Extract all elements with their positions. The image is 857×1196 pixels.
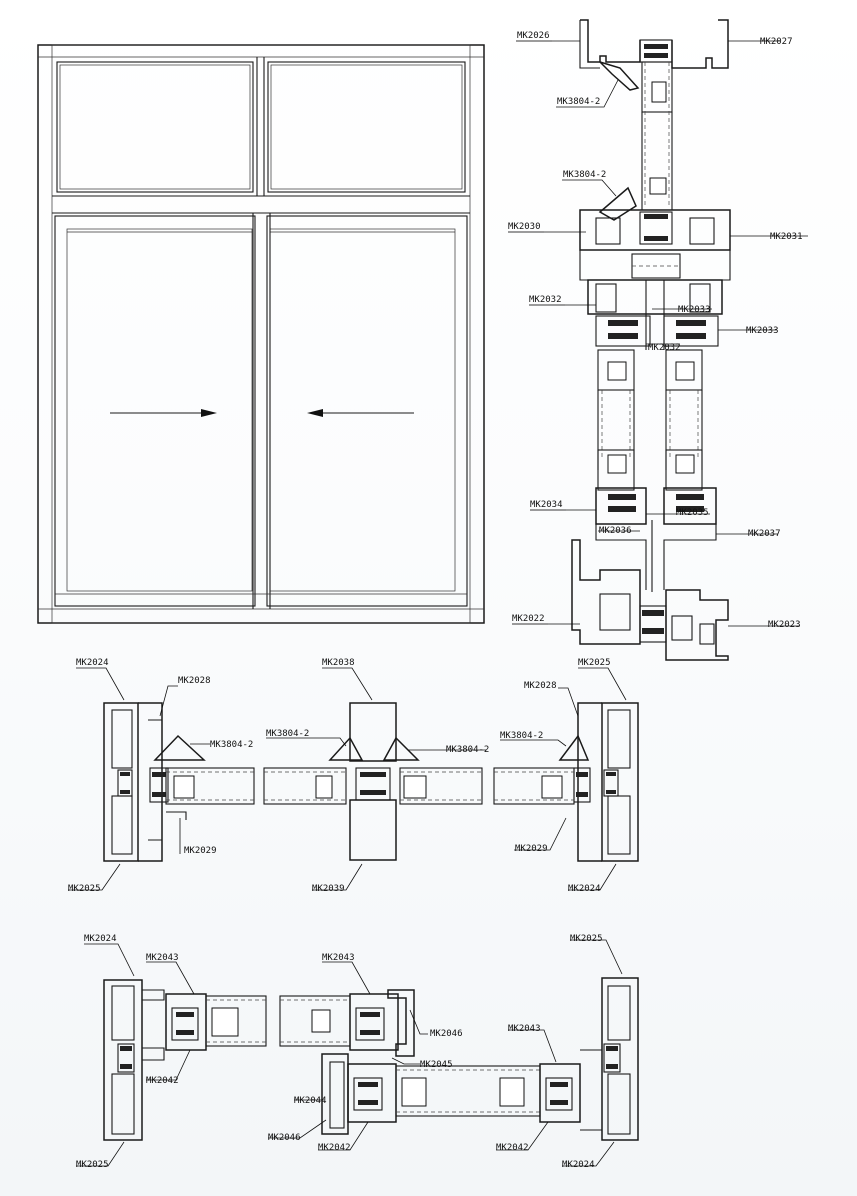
label-h1-mk2024: MK2024 bbox=[76, 658, 109, 668]
label-h1-mk2025-l: MK2025 bbox=[68, 884, 101, 894]
label-h1-mk2025-r: MK2025 bbox=[578, 658, 611, 668]
label-h2-mk2044: MK2044 bbox=[294, 1096, 327, 1106]
label-mk2027: MK2027 bbox=[760, 37, 793, 47]
label-h2-mk2043-r: MK2043 bbox=[508, 1024, 541, 1034]
horizontal-section-fixed bbox=[103, 702, 639, 862]
label-mk2022: MK2022 bbox=[512, 614, 545, 624]
label-h2-mk2046-a: MK2046 bbox=[430, 1029, 463, 1039]
label-h2-mk2046-b: MK2046 bbox=[268, 1133, 301, 1143]
label-mk2034: MK2034 bbox=[530, 500, 563, 510]
label-mk2031: MK2031 bbox=[770, 232, 803, 242]
label-mk2032: MK2032 bbox=[529, 295, 562, 305]
label-mk2033-a: MK2033 bbox=[678, 305, 711, 315]
label-h1-mk3804-l: MK3804-2 bbox=[210, 740, 253, 750]
label-mk2023: MK2023 bbox=[768, 620, 801, 630]
label-h2-mk2024: MK2024 bbox=[84, 934, 117, 944]
horizontal-section-fixed-leaders bbox=[68, 667, 627, 891]
vertical-section bbox=[571, 19, 731, 661]
label-h1-mk2038: MK2038 bbox=[322, 658, 355, 668]
label-h1-mk3804-r: MK3804-2 bbox=[500, 731, 543, 741]
slide-left-arrow bbox=[307, 409, 414, 417]
horizontal-section-sliding-leaders bbox=[76, 939, 623, 1167]
label-mk3804-top: MK3804-2 bbox=[557, 97, 600, 107]
label-mk2026: MK2026 bbox=[517, 31, 550, 41]
label-h1-mk2039: MK2039 bbox=[312, 884, 345, 894]
label-mk2033-b: MK2033 bbox=[746, 326, 779, 336]
label-mk2036: MK2036 bbox=[599, 526, 632, 536]
label-h2-mk2025-r: MK2025 bbox=[570, 934, 603, 944]
label-h2-mk2042-c: MK2042 bbox=[318, 1143, 351, 1153]
label-mk2032-b: MK2032 bbox=[648, 343, 681, 353]
label-mk2037: MK2037 bbox=[748, 529, 781, 539]
label-h2-mk2043-c: MK2043 bbox=[322, 953, 355, 963]
label-h1-mk2028-r: MK2028 bbox=[524, 681, 557, 691]
label-h2-mk2025-l: MK2025 bbox=[76, 1160, 109, 1170]
label-h2-mk2042-l: MK2042 bbox=[146, 1076, 179, 1086]
slide-right-arrow bbox=[110, 409, 217, 417]
label-h1-mk3804-cr: MK3804-2 bbox=[446, 745, 489, 755]
label-h2-mk2043-l: MK2043 bbox=[146, 953, 179, 963]
label-mk2030: MK2030 bbox=[508, 222, 541, 232]
label-h1-mk2029-r: MK2029 bbox=[515, 844, 548, 854]
part-labels: MK2026 MK2027 MK3804-2 MK3804-2 MK2030 M… bbox=[68, 31, 803, 1170]
window-elevation bbox=[37, 44, 485, 624]
label-underlines bbox=[508, 40, 566, 625]
horizontal-section-sliding bbox=[103, 977, 639, 1141]
label-h1-mk2029-l: MK2029 bbox=[184, 846, 217, 856]
label-mk3804-mid: MK3804-2 bbox=[563, 170, 606, 180]
label-h1-mk2028-l: MK2028 bbox=[178, 676, 211, 686]
label-h2-mk2042-r: MK2042 bbox=[496, 1143, 529, 1153]
label-h1-mk2024-r: MK2024 bbox=[568, 884, 601, 894]
label-h1-mk3804-cl: MK3804-2 bbox=[266, 729, 309, 739]
label-h2-mk2024-r: MK2024 bbox=[562, 1160, 595, 1170]
label-h2-mk2045: MK2045 bbox=[420, 1060, 453, 1070]
label-mk2035: MK2035 bbox=[676, 508, 709, 518]
